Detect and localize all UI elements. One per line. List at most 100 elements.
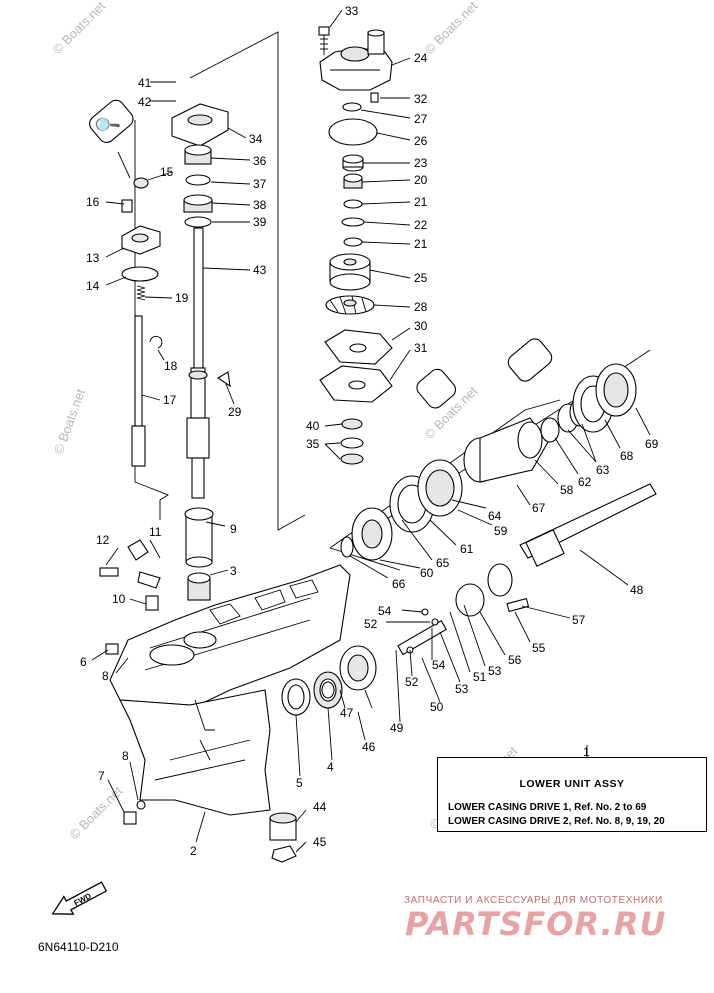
part-seal-20 [343, 173, 363, 189]
callout-61: 61 [460, 542, 474, 556]
callout-52b: 52 [405, 675, 419, 689]
callout-21a: 21 [414, 195, 428, 209]
callout-58: 58 [560, 483, 574, 497]
part-housing-58 [463, 417, 549, 483]
callout-8b: 8 [122, 749, 129, 763]
callout-31: 31 [414, 341, 428, 355]
part-cup-25 [329, 253, 371, 291]
part-key-22 [341, 217, 365, 227]
callout-66: 66 [392, 577, 406, 591]
part-impeller-28 [325, 295, 375, 315]
part-anode-7-8 [123, 800, 146, 825]
callout-17: 17 [163, 393, 177, 407]
part-nut-44 [269, 812, 297, 841]
callout-64: 64 [488, 509, 502, 523]
diagram-code: 6N64110-D210 [38, 940, 119, 954]
watermark-top-left: © Boats.net [50, 0, 109, 57]
callout-51: 51 [473, 670, 487, 684]
callout-25: 25 [414, 271, 428, 285]
callout-4: 4 [327, 760, 334, 774]
shop-tagline: ЗАПЧАСТИ И АКСЕССУАРЫ ДЛЯ МОТОТЕХНИКИ [404, 895, 663, 906]
callout-53b: 53 [455, 682, 469, 696]
callout-49: 49 [390, 721, 404, 735]
assembly-info-box: LOWER UNIT ASSY LOWER CASING DRIVE 1, Re… [437, 757, 707, 832]
part-shiftrod-assy: 🔍 [89, 99, 163, 467]
part-washer-45 [271, 845, 297, 863]
watermark-bottom-left: © Boats.net [67, 783, 126, 842]
part-bearing-36 [184, 144, 212, 165]
callout-33: 33 [345, 4, 359, 18]
callout-12: 12 [96, 533, 110, 547]
assembly-row-drive-1: LOWER CASING DRIVE 1, Ref. No. 2 to 69 [448, 802, 647, 813]
callout-11: 11 [149, 525, 162, 539]
callout-28: 28 [414, 300, 428, 314]
part-bearing-62 [540, 417, 560, 443]
callout-34: 34 [249, 132, 263, 146]
callout-54a: 54 [378, 604, 392, 618]
part-sleeve-38 [183, 194, 213, 213]
callout-69: 69 [645, 437, 659, 451]
part-ring-69 [595, 363, 637, 417]
part-washer-21b [343, 237, 363, 247]
callout-29: 29 [228, 405, 242, 419]
callout-56: 56 [508, 653, 522, 667]
parts: 🔍 [89, 26, 657, 863]
callout-53a: 53 [488, 664, 502, 678]
callout-67: 67 [532, 501, 546, 515]
callout-42: 42 [138, 95, 152, 109]
left-group-outline [134, 465, 169, 520]
shop-logo[interactable]: PARTSFOR.RU [405, 905, 667, 943]
part-gasket-26 [328, 118, 378, 146]
part-oring-27 [342, 102, 362, 112]
callout-27: 27 [414, 112, 428, 126]
callout-62: 62 [578, 475, 592, 489]
callout-9: 9 [230, 522, 237, 536]
callout-19: 19 [175, 291, 189, 305]
part-sleeve-39 [184, 216, 212, 228]
part-placard-right [416, 338, 553, 409]
callout-38: 38 [253, 198, 267, 212]
callout-20: 20 [414, 173, 428, 187]
callout-68: 68 [620, 449, 634, 463]
callout-39: 39 [253, 215, 267, 229]
part-bearing-3 [187, 572, 211, 601]
callout-22: 22 [414, 218, 428, 232]
part-lower-casing-2 [109, 564, 351, 816]
callout-10: 10 [112, 592, 126, 606]
callout-13: 13 [86, 251, 100, 265]
part-forward-gear-60 [351, 507, 393, 561]
callout-3: 3 [230, 564, 237, 578]
callout-30: 30 [414, 319, 428, 333]
part-pump-housing-24 [319, 29, 393, 91]
callout-63: 63 [596, 463, 610, 477]
part-shift-plunger [397, 608, 448, 656]
callout-44: 44 [313, 800, 327, 814]
assembly-row-drive-2: LOWER CASING DRIVE 2, Ref. No. 8, 9, 19,… [448, 816, 665, 827]
part-pinion-46 [321, 645, 377, 699]
callout-55: 55 [532, 641, 546, 655]
leader-lines [91, 9, 651, 853]
fwd-arrow: FWD [51, 881, 108, 915]
callout-52a: 52 [364, 617, 378, 631]
part-shim-37 [185, 174, 211, 186]
callout-50: 50 [430, 700, 444, 714]
callout-40: 40 [306, 419, 320, 433]
callout-54b: 54 [432, 658, 446, 672]
callout-59: 59 [494, 524, 508, 538]
part-housing-34 [171, 103, 229, 147]
part-bolt-33 [318, 26, 330, 55]
callout-41: 41 [138, 76, 152, 90]
part-washer-21a [343, 199, 363, 209]
callout-21b: 21 [414, 237, 428, 251]
driveshaft-group-outline [189, 31, 306, 531]
callout-24: 24 [414, 51, 428, 65]
part-seal-40 [341, 418, 363, 430]
callout-45: 45 [313, 835, 327, 849]
part-bearing-59 [417, 459, 463, 517]
callout-6: 6 [80, 655, 87, 669]
callout-16: 16 [86, 195, 100, 209]
callout-15: 15 [160, 165, 174, 179]
callout-65: 65 [436, 556, 450, 570]
callout-2: 2 [190, 844, 197, 858]
